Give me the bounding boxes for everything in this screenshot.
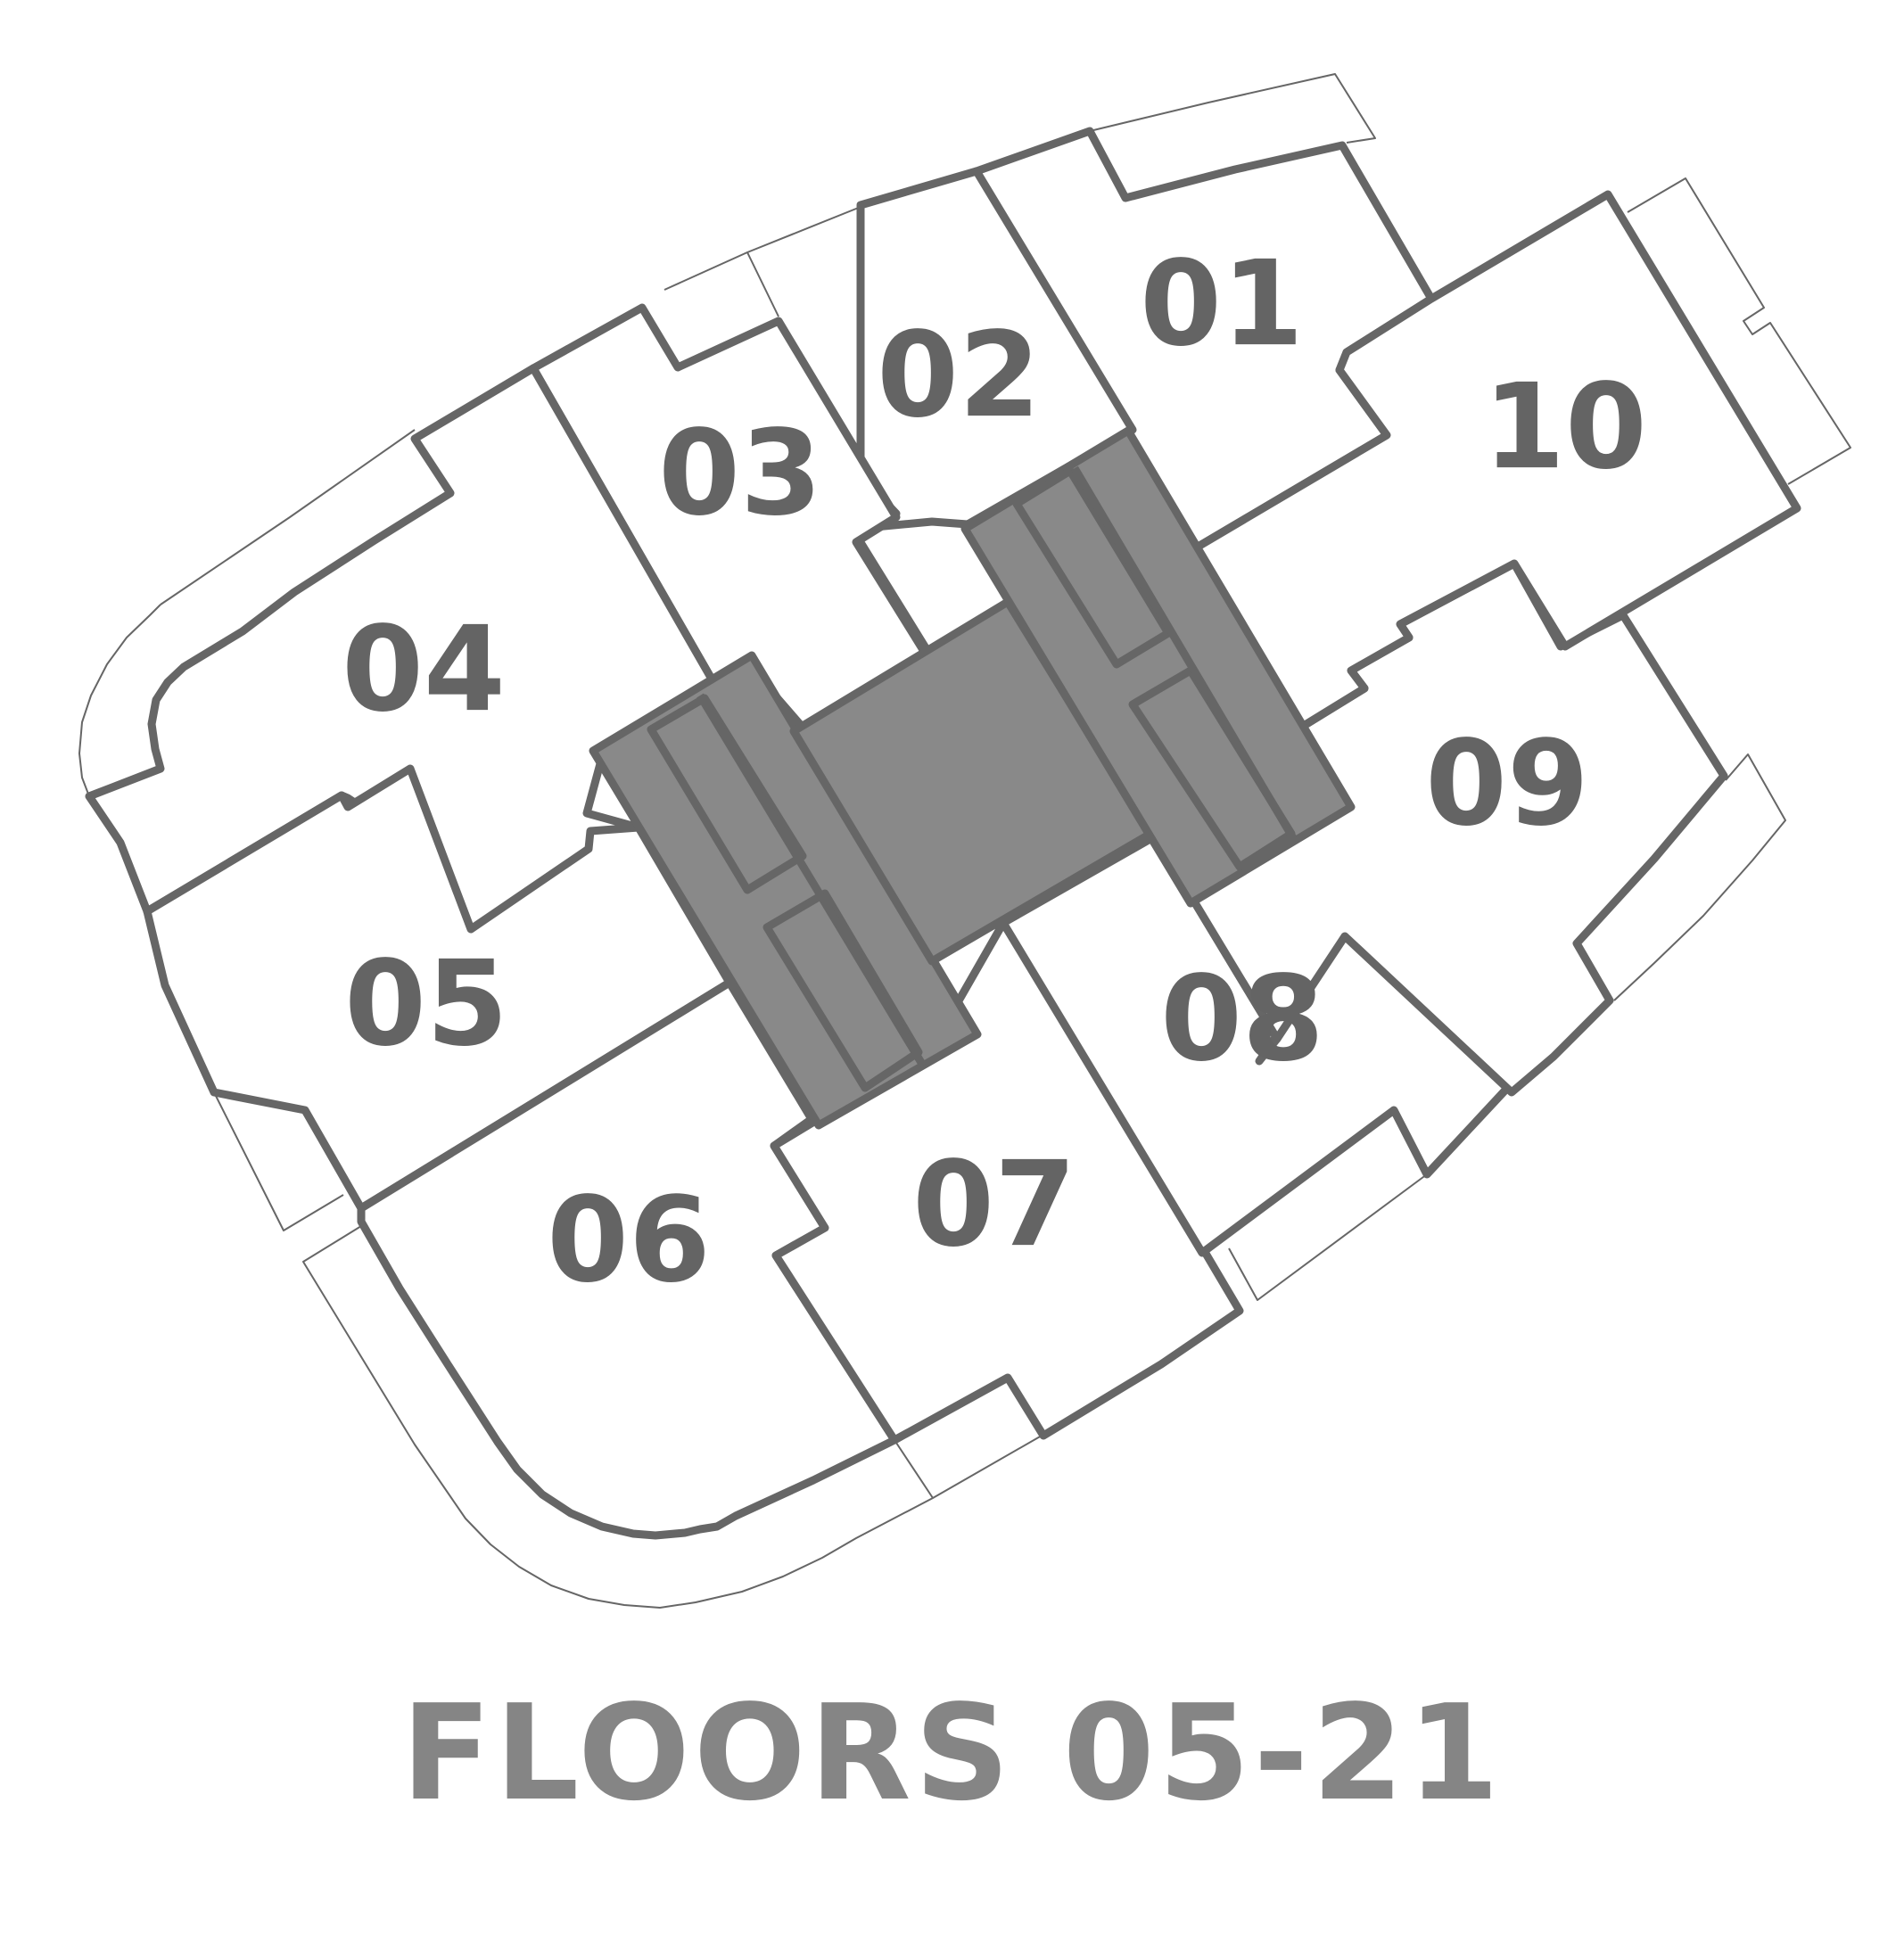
- unit-label-10: 10: [1483, 358, 1647, 496]
- core-shaft: [647, 694, 807, 894]
- balcony-outlines: [78, 73, 1851, 1609]
- unit-shapes: [85, 127, 1801, 1540]
- unit-label-06: 06: [547, 1172, 711, 1309]
- unit-10-shape[interactable]: [1191, 190, 1801, 731]
- unit-label-02: 02: [877, 307, 1041, 444]
- unit-label-09: 09: [1425, 715, 1589, 852]
- unit-label-04: 04: [342, 601, 506, 738]
- unit-label-05: 05: [344, 935, 508, 1073]
- unit-label-01: 01: [1140, 235, 1304, 373]
- core-divider: [1071, 465, 1297, 841]
- unit-labels: 01 02 03 04 05 06 07 08 09 10: [342, 235, 1647, 1309]
- unit-label-08: 08: [1160, 951, 1324, 1088]
- unit-04-shape[interactable]: [85, 364, 718, 934]
- core: [589, 426, 1356, 1130]
- unit-05-shape[interactable]: [143, 764, 734, 1213]
- unit-label-03: 03: [658, 405, 822, 542]
- unit-07-shape[interactable]: [770, 918, 1244, 1445]
- unit-label-07: 07: [912, 1136, 1076, 1273]
- floor-range-title: FLOORS 05-21: [400, 1676, 1504, 1830]
- core-divider: [696, 693, 927, 1068]
